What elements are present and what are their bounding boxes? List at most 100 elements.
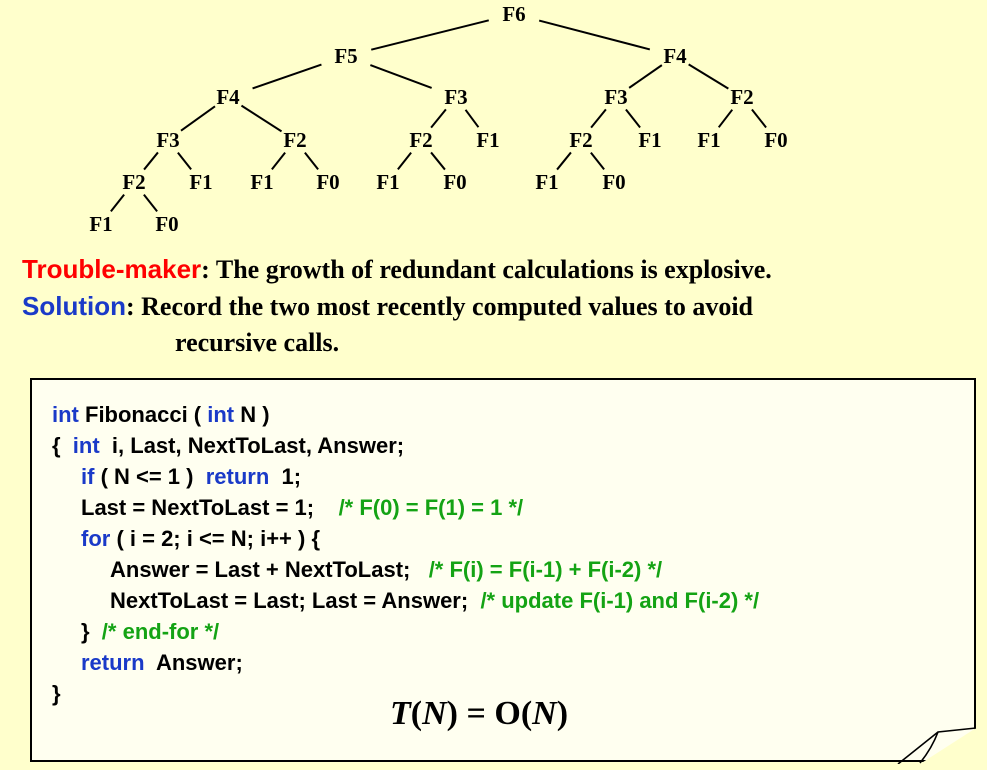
complexity-N: N — [422, 695, 447, 732]
tree-edge — [304, 151, 319, 171]
tree-node-label: F5 — [334, 44, 357, 68]
code-text: Answer = Last + NextToLast; — [110, 557, 429, 582]
code-text: NextToLast = Last; Last = Answer; — [110, 588, 481, 613]
tree-node-label: F6 — [502, 2, 525, 26]
tree-edge — [625, 108, 641, 129]
tree-node-label: F2 — [283, 128, 306, 152]
code-text: i, Last, NextToLast, Answer; — [99, 433, 405, 458]
code-text: Fibonacci ( — [78, 402, 208, 427]
keyword: int — [52, 402, 79, 427]
tree-node-label: F0 — [316, 170, 339, 194]
tree-edge — [143, 193, 158, 213]
keyword: if — [81, 464, 95, 489]
code-text: ( i = 2; i <= N; i++ ) { — [110, 526, 321, 551]
tree-edge — [538, 19, 651, 51]
comment: /* update F(i-1) and F(i-2) */ — [480, 588, 760, 613]
keyword: int — [207, 402, 235, 427]
code-line-3: if ( N <= 1 ) return 1; — [81, 464, 301, 490]
complexity-N: N — [532, 695, 557, 732]
tree-node-label: F1 — [476, 128, 499, 152]
tree-edge — [177, 151, 192, 171]
comment: /* F(0) = F(1) = 1 */ — [338, 495, 524, 520]
keyword: int — [72, 433, 100, 458]
tree-edge — [180, 105, 216, 132]
code-line-9: return Answer; — [81, 650, 243, 676]
trouble-maker-label: Trouble-maker — [22, 254, 202, 284]
tree-node-label: F2 — [730, 85, 753, 109]
code-line-8: } /* end-for */ — [81, 619, 219, 645]
solution-text: : Record the two most recently computed … — [125, 292, 754, 321]
tree-edge — [370, 64, 432, 89]
tree-node-label: F2 — [569, 128, 592, 152]
code-line-1: int Fibonacci ( int N ) — [52, 402, 270, 428]
solution-label: Solution — [22, 291, 126, 321]
tree-edge — [688, 63, 729, 90]
tree-node-label: F3 — [156, 128, 179, 152]
tree-edge — [397, 151, 412, 171]
page-curl — [897, 727, 977, 764]
code-text: Answer; — [144, 650, 243, 675]
code-line-7: NextToLast = Last; Last = Answer; /* upd… — [110, 588, 759, 614]
tree-edge — [110, 193, 125, 213]
code-text: 1; — [269, 464, 302, 489]
complexity-text: ) = O( — [446, 695, 533, 732]
tree-node-label: F3 — [444, 85, 467, 109]
tree-edge — [370, 19, 490, 51]
tree-node-label: F1 — [697, 128, 720, 152]
tree-edge — [430, 151, 446, 171]
tree-node-label: F2 — [409, 128, 432, 152]
tree-node-label: F4 — [216, 85, 240, 109]
code-line-5: for ( i = 2; i <= N; i++ ) { — [81, 526, 320, 552]
tree-node-label: F0 — [764, 128, 787, 152]
solution-text-continued: recursive calls. — [175, 328, 340, 357]
code-text: Last = NextToLast = 1; — [81, 495, 339, 520]
trouble-maker-text: : The growth of redundant calculations i… — [201, 255, 772, 284]
code-text: } — [52, 681, 61, 706]
complexity-text: ( — [410, 695, 423, 732]
tree-node-label: F1 — [376, 170, 399, 194]
tree-node-label: F1 — [638, 128, 661, 152]
code-line-2: { int i, Last, NextToLast, Answer; — [52, 433, 404, 459]
tree-edge — [271, 151, 286, 171]
code-panel: int Fibonacci ( int N ) { int i, Last, N… — [30, 378, 977, 764]
tree-node-label: F0 — [443, 170, 466, 194]
keyword: return — [205, 464, 270, 489]
tree-edge — [240, 104, 283, 133]
comment: /* F(i) = F(i-1) + F(i-2) */ — [428, 557, 663, 582]
tree-edge — [590, 151, 605, 171]
code-line-4: Last = NextToLast = 1; /* F(0) = F(1) = … — [81, 495, 523, 521]
tree-node-label: F0 — [155, 212, 178, 236]
tree-node-label: F3 — [604, 85, 627, 109]
complexity-text: ) — [556, 695, 569, 732]
keyword: for — [81, 526, 111, 551]
tree-edge — [590, 108, 607, 129]
tree-edges — [110, 19, 767, 213]
tree-edge — [628, 64, 663, 89]
tree-node-label: F2 — [122, 170, 145, 194]
comment: /* end-for */ — [101, 619, 220, 644]
tree-edge — [751, 108, 767, 129]
tree-node-label: F1 — [89, 212, 112, 236]
code-text: ( N <= 1 ) — [94, 464, 206, 489]
tree-edge — [430, 108, 447, 129]
code-line-10: } — [52, 681, 61, 707]
solution-line: Solution: Record the two most recently c… — [22, 291, 753, 322]
tree-node-label: F1 — [189, 170, 212, 194]
trouble-maker-line: Trouble-maker: The growth of redundant c… — [22, 254, 772, 285]
tree-node-label: F1 — [250, 170, 273, 194]
tree-edge — [252, 63, 322, 90]
time-complexity: T(N) = O(N) — [390, 695, 568, 733]
tree-node-label: F1 — [535, 170, 558, 194]
code-text: N ) — [234, 402, 270, 427]
complexity-T: T — [390, 695, 411, 732]
code-text: } — [81, 619, 102, 644]
tree-node-label: F0 — [602, 170, 625, 194]
tree-edge — [143, 151, 159, 171]
code-line-6: Answer = Last + NextToLast; /* F(i) = F(… — [110, 557, 662, 583]
keyword: return — [81, 650, 145, 675]
tree-edge — [717, 109, 734, 128]
tree-edge — [464, 109, 480, 128]
tree-node-label: F4 — [663, 44, 687, 68]
code-text: { — [52, 433, 73, 458]
